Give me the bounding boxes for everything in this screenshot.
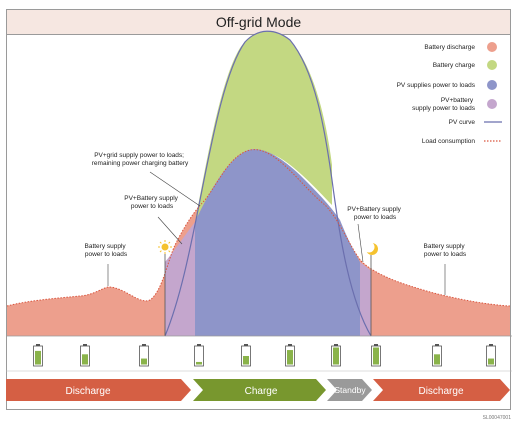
diagram-title: Off-grid Mode (215, 14, 302, 30)
pv-supplies-area (195, 149, 360, 336)
battery-icon (33, 344, 43, 367)
phase-label-charge: Charge (245, 386, 278, 397)
legend-swatch-battery-charge (487, 60, 497, 70)
battery-icon (331, 344, 341, 367)
legend-label-pv-curve: PV curve (449, 119, 476, 126)
battery-level-fill (434, 354, 440, 365)
battery-level-fill (333, 347, 339, 365)
discharge-arrow-right (373, 379, 510, 401)
leader-pv-battery-left (157, 216, 183, 245)
battery-level-fill (141, 358, 147, 365)
leader-pv-grid (149, 171, 201, 207)
phase-arrows (6, 379, 510, 401)
battery-level-fill (287, 350, 293, 365)
battery-icon (371, 344, 381, 367)
charge-arrow (193, 379, 326, 401)
discharge-arrow-left (6, 379, 191, 401)
battery-icon-row (33, 344, 496, 367)
pv-battery-area-left (165, 222, 195, 336)
load-consumption-line (6, 149, 511, 307)
battery-level-fill (35, 350, 41, 365)
annotation-battery-supply-right: Battery supply power to loads (424, 243, 467, 258)
battery-icon (139, 344, 149, 367)
battery-level-fill (243, 356, 249, 365)
legend-label-pv-battery: PV+battery supply power to loads (412, 97, 476, 112)
battery-level-fill (196, 361, 202, 365)
legend-swatch-pv-battery (487, 99, 497, 109)
annotation-battery-supply-left: Battery supply power to loads (85, 243, 128, 258)
battery-charge-area (195, 31, 332, 222)
leader-pv-battery-right (357, 223, 364, 263)
phase-label-discharge-left: Discharge (65, 386, 110, 397)
legend: Battery discharge Battery charge PV supp… (397, 42, 502, 145)
legend-label-battery-charge: Battery charge (433, 62, 476, 69)
annotation-pv-battery-right: PV+Battery supply power to loads (347, 206, 402, 221)
document-code: SL00047001 (482, 415, 511, 421)
battery-icon (194, 344, 204, 367)
battery-icon (241, 344, 251, 367)
standby-arrow (327, 379, 372, 401)
annotation-pv-battery-left: PV+Battery supply power to loads (124, 195, 179, 210)
title-bar: Off-grid Mode (7, 10, 510, 35)
battery-icon (486, 344, 496, 367)
battery-icon (432, 344, 442, 367)
sun-icon (158, 240, 172, 254)
pv-curve (164, 30, 372, 337)
legend-label-pv-supplies: PV supplies power to loads (397, 82, 476, 89)
pv-battery-area-right (360, 262, 371, 336)
moon-icon (363, 241, 378, 255)
legend-label-load-consumption: Load consumption (422, 138, 476, 145)
battery-level-fill (373, 347, 379, 365)
phase-label-standby: Standby (334, 385, 366, 395)
battery-icon (80, 344, 90, 367)
battery-level-fill (82, 354, 88, 365)
legend-label-battery-discharge: Battery discharge (424, 44, 475, 51)
battery-icon (285, 344, 295, 367)
annotation-pv-grid: PV+grid supply power to loads; remaining… (92, 152, 189, 167)
battery-level-fill (488, 358, 494, 365)
legend-swatch-pv-supplies (487, 80, 497, 90)
phase-label-discharge-right: Discharge (418, 386, 463, 397)
legend-swatch-battery-discharge (487, 42, 497, 52)
